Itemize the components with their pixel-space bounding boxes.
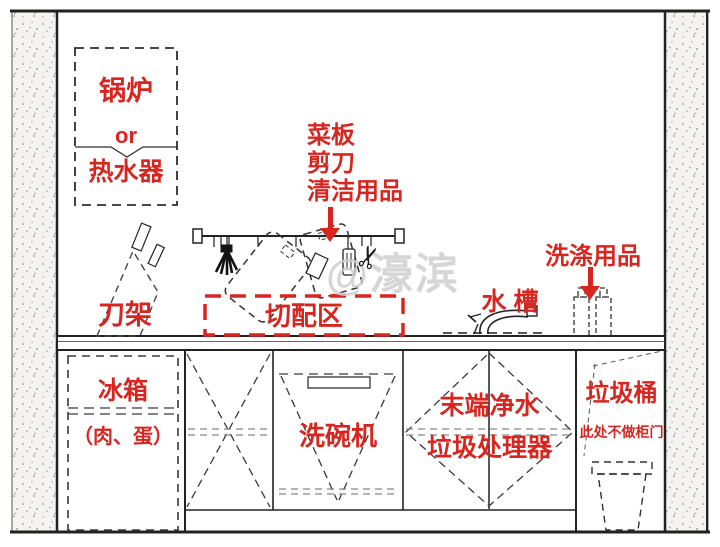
dishwasher-outline — [279, 373, 397, 501]
peeler-icon — [342, 248, 356, 276]
trash-bin-icon — [591, 461, 653, 531]
fridge-outline — [67, 355, 179, 531]
washing-supplies-arrow — [588, 267, 593, 287]
board-clip-icon — [305, 252, 329, 280]
trash-label-line1: 垃圾桶 — [585, 380, 658, 407]
boiler-label-line1: 锅炉 — [99, 76, 153, 106]
boiler-cabinet-outline — [74, 47, 178, 206]
purifier-label-line1: 末端净水 — [439, 392, 540, 420]
hanging-items-label-line2: 剪刀 — [307, 150, 355, 177]
hanging-items-arrow — [328, 207, 333, 229]
boiler-label-line2: or — [115, 123, 137, 148]
base-cabinet-frame — [184, 350, 577, 532]
dishwasher-label: 洗碗机 — [298, 421, 377, 451]
cabinet-door-swing-left — [186, 353, 271, 508]
dishwasher-handle — [307, 376, 371, 389]
trash-label-line2: 此处不做柜门 — [579, 424, 664, 440]
boiler-label-line3: 热水器 — [88, 158, 164, 186]
brush-icon — [214, 236, 239, 275]
hanging-rail — [192, 228, 405, 249]
watermark: @濠滨 — [326, 251, 460, 299]
right-wall — [663, 10, 709, 533]
faucet-icon — [467, 305, 538, 335]
knife-block-icon — [95, 222, 166, 337]
trash-niche-lines — [583, 350, 663, 457]
purifier-label-line2: 垃圾处理器 — [426, 434, 552, 462]
hanging-items-label-line3: 清洁用品 — [307, 178, 403, 205]
fridge-label-line2: （肉、蛋） — [73, 426, 173, 448]
cabinet-door-swing-right — [405, 352, 574, 507]
fridge-label-line1: 冰箱 — [97, 377, 148, 405]
washing-supplies-label: 洗涤用品 — [545, 243, 641, 270]
knife-rack-label: 刀架 — [98, 300, 152, 330]
prep-area-label: 切配区 — [264, 301, 343, 331]
hanging-items-label-line1: 菜板 — [307, 122, 355, 149]
hanging-items-arrowhead — [320, 228, 340, 242]
left-wall — [11, 10, 59, 533]
sink-label: 水 槽 — [481, 288, 539, 316]
prep-area-box — [203, 294, 405, 337]
washing-supplies-arrowhead — [580, 286, 600, 300]
